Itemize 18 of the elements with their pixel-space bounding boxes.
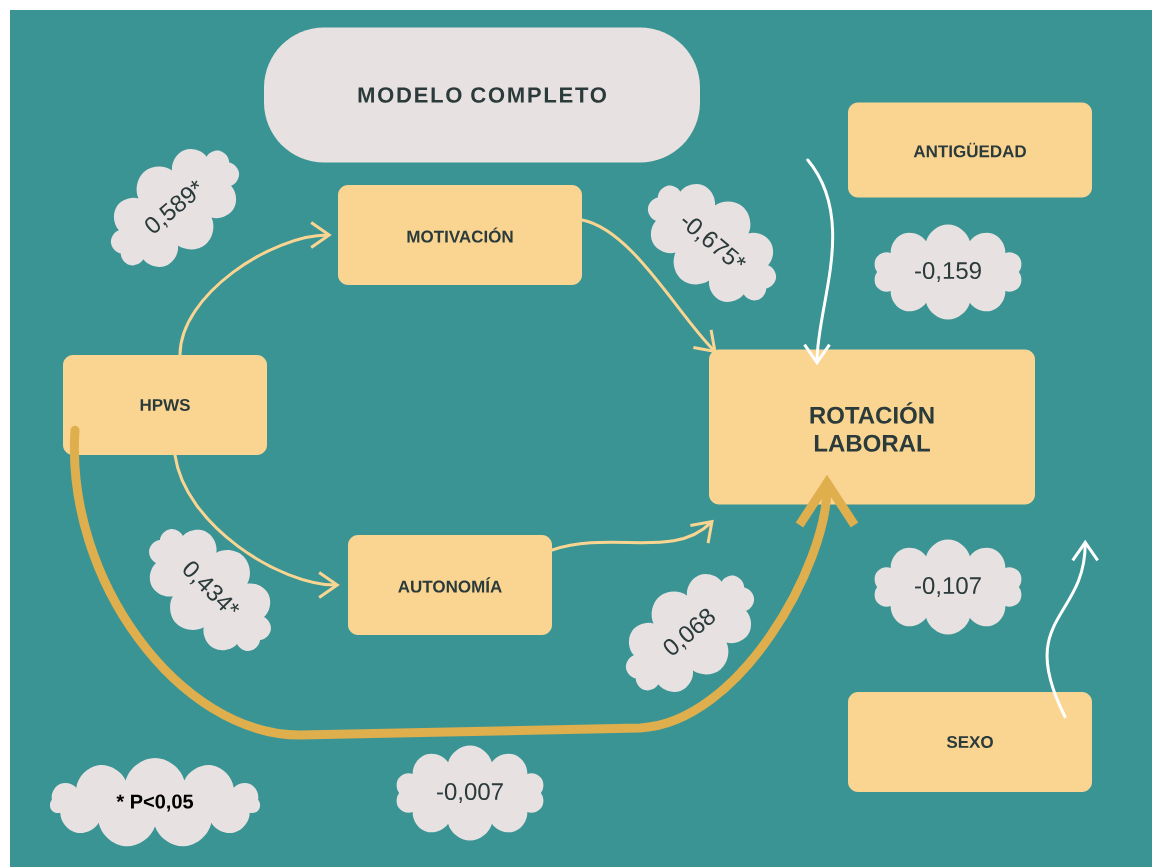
edge-label: -0,107 (874, 539, 1022, 635)
arrow (580, 218, 717, 354)
arrow (550, 519, 714, 552)
variable-box: ROTACIÓN LABORAL (709, 349, 1035, 505)
note-cloud: * P<0,05 (49, 758, 261, 847)
variable-box: HPWS (63, 355, 267, 455)
arrow (803, 158, 835, 366)
arrow (1045, 539, 1099, 719)
variable-box: ANTIGÜEDAD (848, 102, 1092, 198)
title-pill: MODELO COMPLETO (264, 27, 700, 163)
arrow (178, 221, 332, 357)
arrow (173, 453, 340, 599)
variable-box: MOTIVACIÓN (338, 185, 582, 285)
arrow (70, 425, 859, 740)
edge-label: -0,159 (874, 224, 1022, 320)
variable-box: SEXO (848, 692, 1092, 792)
variable-box: AUTONOMÍA (348, 535, 552, 635)
edge-label: -0,007 (396, 745, 544, 841)
